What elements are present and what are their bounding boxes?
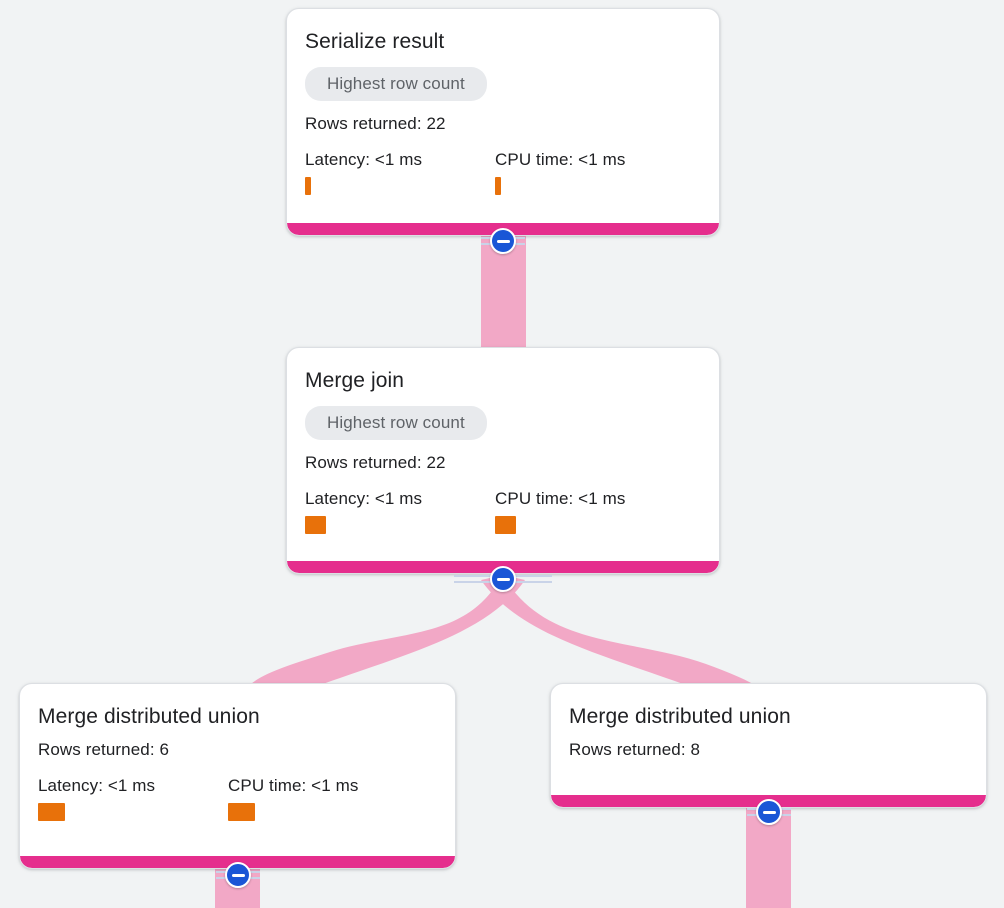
metric-cpu-time: CPU time: <1 ms xyxy=(495,150,625,195)
collapse-toggle-merge-distributed-union-right[interactable] xyxy=(719,798,819,826)
node-body: Serialize result Highest row count Rows … xyxy=(287,9,719,203)
status-badge: Highest row count xyxy=(305,67,487,101)
minus-icon[interactable] xyxy=(756,799,782,825)
minus-icon[interactable] xyxy=(490,228,516,254)
collapse-toggle-serialize-result[interactable] xyxy=(453,227,553,255)
collapse-toggle-merge-join[interactable] xyxy=(453,565,553,593)
metric-latency-label: Latency: <1 ms xyxy=(305,489,423,508)
metric-latency-bar xyxy=(38,803,65,821)
rows-returned: Rows returned: 6 xyxy=(38,740,170,759)
metrics-row: Latency: <1 ms CPU time: <1 ms xyxy=(305,489,701,534)
node-merge-distributed-union-left[interactable]: Merge distributed union Rows returned: 6… xyxy=(19,683,456,869)
rows-returned: Rows returned: 22 xyxy=(305,453,446,472)
metric-latency-label: Latency: <1 ms xyxy=(38,776,156,795)
metric-latency-label: Latency: <1 ms xyxy=(305,150,423,169)
metric-latency: Latency: <1 ms xyxy=(305,489,495,534)
metric-latency: Latency: <1 ms xyxy=(38,776,228,821)
metric-cpu-time-bar xyxy=(495,516,516,534)
metric-cpu-time-label: CPU time: <1 ms xyxy=(228,776,359,795)
metric-cpu-time-bar xyxy=(228,803,255,821)
node-merge-distributed-union-right[interactable]: Merge distributed union Rows returned: 8 xyxy=(550,683,987,808)
node-title: Merge join xyxy=(305,369,405,392)
metric-latency-bar xyxy=(305,177,311,195)
metric-cpu-time-label: CPU time: <1 ms xyxy=(495,150,626,169)
node-serialize-result[interactable]: Serialize result Highest row count Rows … xyxy=(286,8,720,236)
rows-returned: Rows returned: 8 xyxy=(569,740,701,759)
metric-cpu-time: CPU time: <1 ms xyxy=(495,489,625,534)
metric-latency: Latency: <1 ms xyxy=(305,150,495,195)
metric-cpu-time-bar xyxy=(495,177,501,195)
status-badge: Highest row count xyxy=(305,406,487,440)
metric-cpu-time-label: CPU time: <1 ms xyxy=(495,489,626,508)
metrics-row: Latency: <1 ms CPU time: <1 ms xyxy=(38,776,437,821)
node-body: Merge distributed union Rows returned: 6… xyxy=(20,684,455,829)
badge-row: Highest row count xyxy=(305,67,701,101)
metrics-row: Latency: <1 ms CPU time: <1 ms xyxy=(305,150,701,195)
minus-icon[interactable] xyxy=(490,566,516,592)
metric-cpu-time: CPU time: <1 ms xyxy=(228,776,358,821)
collapse-toggle-merge-distributed-union-left[interactable] xyxy=(188,861,288,889)
node-body: Merge join Highest row count Rows return… xyxy=(287,348,719,542)
node-merge-join[interactable]: Merge join Highest row count Rows return… xyxy=(286,347,720,574)
badge-row: Highest row count xyxy=(305,406,701,440)
node-title: Merge distributed union xyxy=(569,705,791,728)
node-title: Merge distributed union xyxy=(38,705,260,728)
minus-icon[interactable] xyxy=(225,862,251,888)
rows-returned: Rows returned: 22 xyxy=(305,114,446,133)
node-title: Serialize result xyxy=(305,30,445,53)
node-body: Merge distributed union Rows returned: 8 xyxy=(551,684,986,769)
metric-latency-bar xyxy=(305,516,326,534)
